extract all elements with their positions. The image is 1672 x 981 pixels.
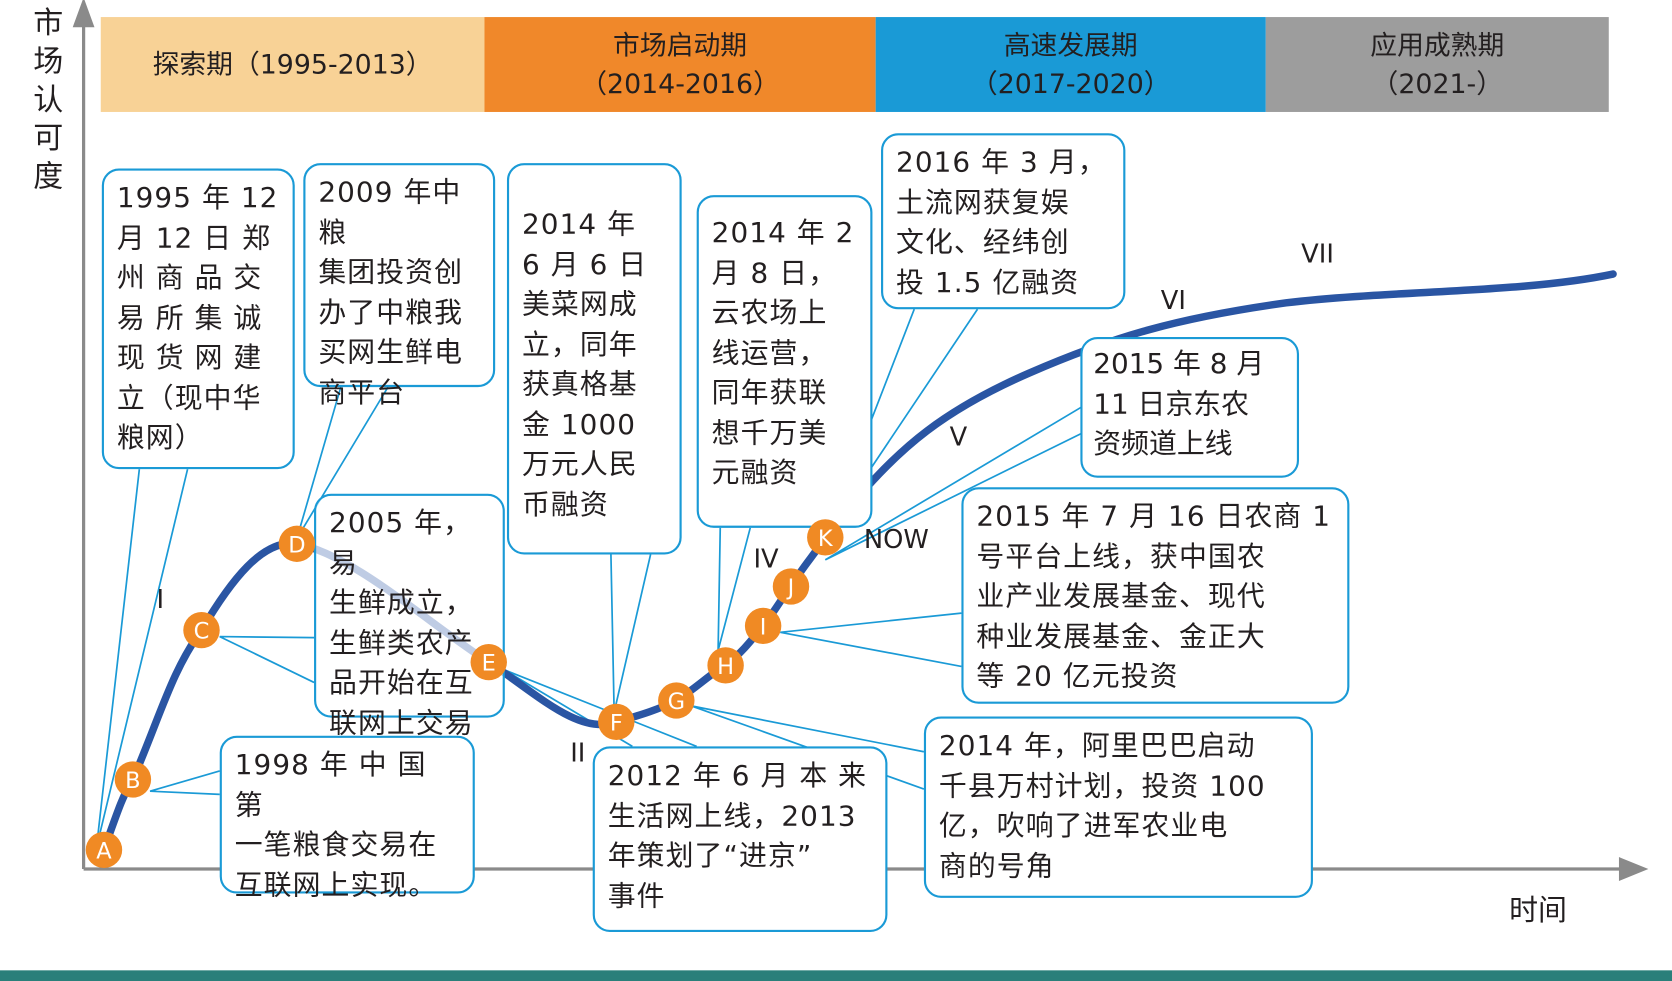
phase-market-launch: 市场启动期 （2014-2016）: [484, 17, 876, 112]
event-box-2014-02: 2014 年 2 月 8 日， 云农场上 线运营， 同年获联 想千万美 元融资: [696, 195, 873, 528]
phase-years: （2017-2020）: [970, 67, 1171, 99]
phase-name: 探索期（1995-2013）: [152, 48, 433, 80]
event-box-2009: 2009 年中粮 集团投资创 办了中粮我 买网生鲜电 商平台: [303, 163, 496, 409]
leader-line: [824, 404, 1086, 561]
phase-years: （2014-2016）: [580, 67, 780, 99]
y-axis-label: 市 场 认 可 度: [33, 5, 64, 195]
leader-line: [219, 635, 315, 684]
footer-bar: [0, 970, 1672, 981]
phase-years: （2021-）: [1371, 67, 1504, 99]
event-box-2012: 2012 年 6 月 本 来 生活网上线，2013 年策划了“进京” 事件: [592, 746, 888, 932]
stage-label-iv: IV: [753, 543, 779, 574]
phase-rapid-growth: 高速发展期 （2017-2020）: [875, 17, 1266, 112]
event-box-2014-06: 2014 年 6 月 6 日 美菜网成 立，同年 获真格基 金 1000 万元人…: [506, 163, 682, 555]
now-label: NOW: [863, 524, 929, 555]
stage-label-i: I: [156, 584, 165, 615]
leader-line: [717, 527, 752, 651]
event-box-2014-alibaba: 2014 年，阿里巴巴启动 千县万村计划，投资 100 亿，吹响了进军农业电 商…: [923, 716, 1313, 898]
phase-name: 市场启动期: [613, 29, 748, 61]
phase-exploration: 探索期（1995-2013）: [100, 17, 485, 112]
y-axis-arrow: [72, 0, 95, 28]
phase-name: 应用成熟期: [1370, 29, 1505, 61]
leader-line: [780, 612, 962, 668]
event-box-2015-08: 2015 年 8 月 11 日京东农 资频道上线: [1080, 336, 1300, 478]
event-box-2005: 2005 年，易 生鲜成立， 生鲜类农产 品开始在互 联网上交易: [314, 493, 505, 739]
leader-line: [95, 468, 189, 848]
phase-name: 高速发展期: [1003, 29, 1138, 61]
leader-line: [149, 770, 220, 796]
stage-label-ii: II: [570, 737, 586, 768]
stage-label-vi: VI: [1160, 285, 1186, 316]
leader-line: [610, 554, 652, 713]
x-axis-label: 时间: [1509, 894, 1567, 928]
event-box-1998: 1998 年 中 国 第 一笔粮食交易在 互联网上实现。: [219, 735, 475, 902]
stage-label-vii: VII: [1301, 238, 1334, 269]
x-axis-arrow: [1618, 857, 1649, 882]
event-box-2015-07: 2015 年 7 月 16 日农商 1 号平台上线，获中国农 业产业发展基金、现…: [961, 487, 1350, 704]
event-box-2016-03: 2016 年 3 月， 土流网获复娱 文化、经纬创 投 1.5 亿融资: [881, 133, 1126, 310]
stage-label-v: V: [949, 422, 968, 453]
event-box-1995: 1995 年 12 月 12 日 郑 州 商 品 交 易 所 集 诚 现 货 网…: [101, 168, 295, 470]
phase-maturity: 应用成熟期 （2021-）: [1265, 17, 1609, 112]
